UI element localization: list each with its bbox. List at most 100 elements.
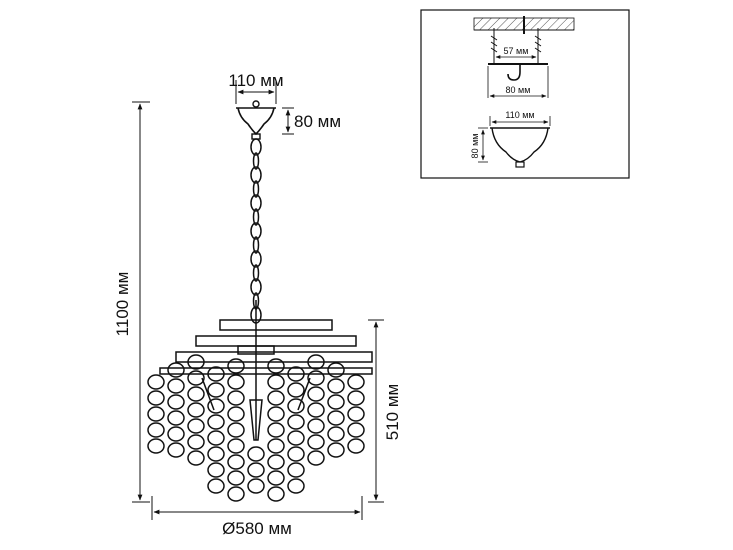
crystal-ring [287,366,305,382]
crystal-ring [227,422,245,438]
dimension-diameter: Ø580 мм [151,496,363,538]
crystal-ring [267,374,285,390]
chain-link [252,236,260,254]
crystal-ring [267,454,285,470]
crystal-ring [247,462,265,478]
crystal-ring [287,462,305,478]
crystal-strands [147,354,365,502]
crystal-ring [187,386,205,402]
crystal-ring [187,402,205,418]
crystal-ring [207,398,225,414]
crystal-ring [347,390,365,406]
total-height-label: 1100 мм [113,272,132,337]
crystal-ring [327,442,345,458]
crystal-ring [327,362,345,378]
mounting-screws [490,28,542,64]
crystal-ring [167,378,185,394]
crystal-ring [267,486,285,502]
dimension-canopy-height: 80 мм [282,107,341,135]
chain-link [250,166,262,184]
crystal-ring [207,414,225,430]
canopy-width-label: 110 мм [228,71,283,90]
crystal-ring [307,402,325,418]
crystal-ring [327,426,345,442]
frame [159,300,373,441]
crystal-ring [167,394,185,410]
crystal-ring [187,354,205,370]
mounting-inset: 57 мм 80 мм 110 мм 80 мм [420,9,630,179]
crystal-ring [287,414,305,430]
crystal-ring [267,358,285,374]
crystal-ring [227,358,245,374]
inset-canopy-width-label: 110 мм [505,110,534,120]
bracket-width-label: 80 мм [506,85,531,95]
crystal-ring [287,382,305,398]
crystal-ring [227,470,245,486]
crystal-ring [267,422,285,438]
crystal-ring [267,470,285,486]
inset-frame [420,9,630,179]
crystal-ring [267,390,285,406]
chandelier-figure [147,100,373,502]
diameter-label: Ø580 мм [222,519,292,538]
canopy [236,107,276,136]
crystal-ring [167,362,185,378]
crystal-ring [327,378,345,394]
crystal-ring [227,454,245,470]
crystal-ring [147,406,165,422]
crystal-ring [347,406,365,422]
chain-link [250,278,262,296]
chain-link [250,138,262,156]
crystal-ring [347,374,365,390]
chain-link [250,194,262,212]
crystal-ring [347,438,365,454]
chain-link [252,180,260,198]
dimension-canopy-width: 110 мм [228,71,284,104]
crystal-ring [327,410,345,426]
crystal-ring [147,422,165,438]
crystal-ring [267,406,285,422]
crystal-ring [247,478,265,494]
crystal-ring [227,486,245,502]
crystal-ring [167,426,185,442]
crystal-ring [187,370,205,386]
crystal-ring [147,390,165,406]
crystal-ring [327,394,345,410]
crystal-ring [227,390,245,406]
crystal-ring [147,374,165,390]
crystal-ring [207,366,225,382]
crystal-ring [207,446,225,462]
crystal-ring [207,462,225,478]
crystal-ring [287,446,305,462]
crystal-ring [287,478,305,494]
canopy-height-label: 80 мм [294,112,341,131]
crystal-ring [307,386,325,402]
crystal-ring [227,406,245,422]
crystal-ring [167,410,185,426]
chain-link [252,152,260,170]
crystal-ring [267,438,285,454]
hook-spacing-label: 57 мм [504,46,529,56]
crystal-ring [147,438,165,454]
crystal-ring [187,434,205,450]
crystal-ring [307,370,325,386]
dimension-total-height: 1100 мм [113,101,150,503]
chain-link [252,264,260,282]
crystal-ring [187,450,205,466]
crystal-ring [307,434,325,450]
crystal-ring [307,450,325,466]
crystal-ring [287,398,305,414]
hook [507,64,521,81]
chain-link [252,208,260,226]
chain-link [250,222,262,240]
crystal-ring [287,430,305,446]
crystal-ring [347,422,365,438]
crystal-ring [307,354,325,370]
crystal-ring [207,430,225,446]
crystal-ring [247,446,265,462]
crystal-ring [227,438,245,454]
chain [250,138,262,324]
dimension-body-height: 510 мм [368,319,402,503]
crystal-ring [207,382,225,398]
